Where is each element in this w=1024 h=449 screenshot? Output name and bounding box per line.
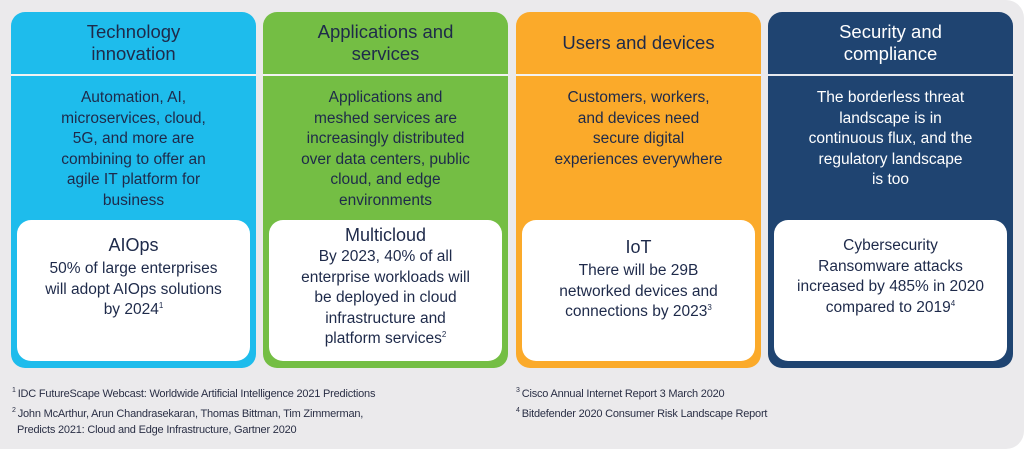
card-line-last: connections by 20233: [522, 302, 755, 323]
stat-card-iot: IoT There will be 29B networked devices …: [522, 220, 755, 361]
column-header: Technology innovation: [11, 12, 256, 74]
card-line: networked devices and: [559, 282, 718, 300]
card-line-last: compared to 20194: [774, 298, 1007, 319]
description-line: The borderless threat: [816, 89, 965, 106]
footnote-text: Bitdefender 2020 Consumer Risk Landscape…: [521, 408, 768, 420]
card-line: enterprise workloads will: [301, 268, 470, 286]
footnote-text: Cisco Annual Internet Report 3 March 202…: [521, 388, 725, 400]
column-users-and-devices: Users and devices Customers, workers, an…: [516, 12, 761, 368]
card-line: Ransomware attacks: [818, 257, 963, 275]
stat-card-multicloud: Multicloud By 2023, 40% of all enterpris…: [269, 220, 502, 361]
header-divider: [263, 74, 508, 76]
column-security-and-compliance: Security and compliance The borderless t…: [768, 12, 1013, 368]
footnote-text: John McArthur, Arun Chandrasekaran, Thom…: [17, 408, 364, 420]
column-description: Customers, workers, and devices need sec…: [522, 88, 755, 170]
description-line: experiences everywhere: [554, 150, 723, 168]
description-line: microservices, cloud,: [61, 109, 206, 127]
description-line: cloud, and edge: [330, 171, 441, 188]
header-line: services: [351, 43, 420, 64]
card-line: compared to 2019: [825, 298, 951, 316]
stat-card-aiops: AIOps 50% of large enterprises will adop…: [17, 220, 250, 361]
description-line: Automation, AI,: [80, 89, 187, 106]
description-line: Customers, workers,: [567, 89, 710, 106]
header-divider: [768, 74, 1013, 76]
header-line: Applications and: [317, 21, 454, 42]
card-line: 50% of large enterprises: [49, 260, 218, 277]
description-line: regulatory landscape: [818, 150, 963, 168]
card-line: will adopt AIOps solutions: [45, 280, 222, 298]
description-line: meshed services are: [313, 109, 457, 127]
card-title: IoT: [625, 237, 652, 257]
footnote-ref: 4: [950, 298, 956, 308]
description-line: increasingly distributed: [306, 130, 465, 147]
header-line: Security and: [839, 21, 942, 42]
description-line: landscape is in: [839, 109, 942, 127]
card-line: be deployed in cloud: [314, 289, 457, 306]
footnote-ref: 3: [707, 302, 712, 312]
card-line: There will be 29B: [578, 262, 699, 279]
description-line: and devices need: [577, 109, 700, 127]
column-header: Applications and services: [263, 12, 508, 74]
header-line: compliance: [843, 43, 938, 64]
column-header: Users and devices: [516, 12, 761, 74]
footnote-text: IDC FutureScape Webcast: Worldwide Artif…: [17, 388, 376, 400]
header-divider: [11, 74, 256, 76]
card-line-last: platform services2: [269, 329, 502, 350]
description-line: business: [102, 191, 165, 209]
card-title: Multicloud: [344, 225, 427, 245]
card-line: connections by 2023: [565, 303, 708, 320]
card-line: platform services: [324, 330, 442, 347]
footnote-number: 2: [12, 407, 16, 415]
card-line-last: by 20241: [17, 300, 250, 321]
description-line: is too: [871, 171, 910, 188]
stat-card-cybersecurity: Cybersecurity Ransomware attacks increas…: [774, 220, 1007, 361]
footnote-ref: 2: [441, 329, 447, 339]
card-line: by 2024: [103, 301, 159, 318]
column-description: The borderless threat landscape is in co…: [774, 88, 1007, 191]
footnote-number: 3: [516, 387, 520, 395]
card-title: Cybersecurity: [843, 237, 938, 254]
card-line: By 2023, 40% of all: [318, 248, 453, 265]
description-line: 5G, and more are: [72, 130, 195, 147]
column-applications-and-services: Applications and services Applications a…: [263, 12, 508, 368]
card-title: AIOps: [108, 235, 159, 255]
card-line: increased by 485% in 2020: [797, 278, 984, 295]
description-line: combining to offer an: [61, 150, 206, 168]
footnote-number: 1: [12, 387, 16, 395]
description-line: agile IT platform for: [66, 171, 201, 188]
card-line: infrastructure and: [325, 309, 446, 327]
description-line: over data centers, public: [301, 150, 470, 168]
description-line: environments: [338, 191, 433, 209]
header-divider: [516, 74, 761, 76]
column-description: Automation, AI, microservices, cloud, 5G…: [17, 88, 250, 211]
column-description: Applications and meshed services are inc…: [269, 88, 502, 211]
footnote-text: Predicts 2021: Cloud and Edge Infrastruc…: [17, 424, 297, 436]
footnote-number: 4: [516, 407, 520, 415]
description-line: secure digital: [592, 130, 685, 147]
header-line: innovation: [91, 43, 176, 64]
description-line: continuous flux, and the: [808, 130, 973, 147]
description-line: Applications and: [328, 89, 443, 106]
header-line: Technology: [86, 21, 181, 42]
header-line: Users and devices: [562, 32, 715, 53]
footnote-ref: 1: [158, 300, 164, 310]
column-header: Security and compliance: [768, 12, 1013, 74]
column-technology-innovation: Technology innovation Automation, AI, mi…: [11, 12, 256, 368]
